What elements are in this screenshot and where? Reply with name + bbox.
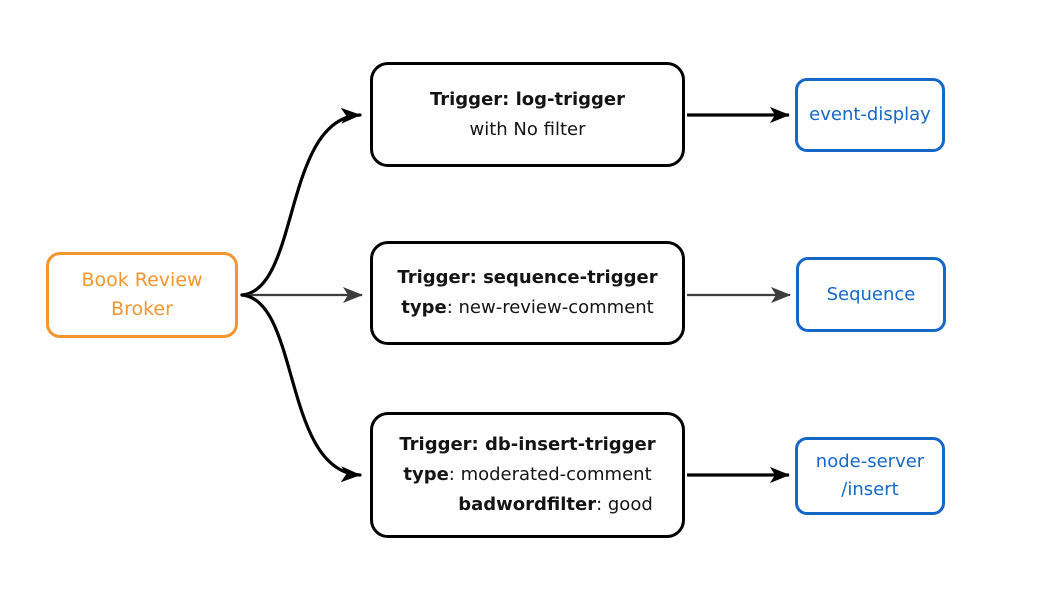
- filter-value: : good: [596, 494, 653, 515]
- trigger-node-db-insert-trigger: Trigger: db-insert-trigger type: moderat…: [370, 412, 685, 538]
- filter-value: : moderated-comment: [448, 464, 652, 485]
- trigger-sequence-filter: type: new-review-comment: [373, 293, 682, 323]
- sink-label: event-display: [809, 104, 931, 125]
- sink-label-line1: node-server: [815, 451, 925, 472]
- broker-label-line2: Broker: [111, 298, 173, 320]
- trigger-db-filter-badword: badwordfilter: good: [373, 490, 682, 520]
- edge-broker-to-db-insert-trigger: [240, 293, 362, 483]
- sink-node-sequence: Sequence: [796, 257, 946, 332]
- trigger-node-log-trigger: Trigger: log-trigger with No filter: [370, 62, 685, 167]
- sink-label-line2: /insert: [841, 479, 899, 500]
- trigger-db-filter-type: type: moderated-comment: [373, 460, 682, 490]
- trigger-db-title: Trigger: db-insert-trigger: [399, 434, 656, 455]
- trigger-sequence-title: Trigger: sequence-trigger: [397, 267, 658, 288]
- edge-broker-to-log-trigger: [240, 107, 362, 297]
- sink-node-event-display: event-display: [795, 78, 945, 152]
- broker-label-line1: Book Review: [81, 269, 203, 291]
- filter-key: type: [403, 464, 449, 485]
- filter-value: : new-review-comment: [446, 297, 654, 318]
- filter-key: type: [401, 297, 447, 318]
- broker-node: Book Review Broker: [46, 252, 238, 338]
- trigger-log-title: Trigger: log-trigger: [429, 88, 626, 110]
- filter-key: badwordfilter: [458, 494, 597, 515]
- trigger-node-sequence-trigger: Trigger: sequence-trigger type: new-revi…: [370, 241, 685, 345]
- sink-label: Sequence: [826, 283, 916, 305]
- trigger-log-filter: with No filter: [469, 118, 586, 140]
- sink-node-node-server-insert: node-server /insert: [795, 437, 945, 515]
